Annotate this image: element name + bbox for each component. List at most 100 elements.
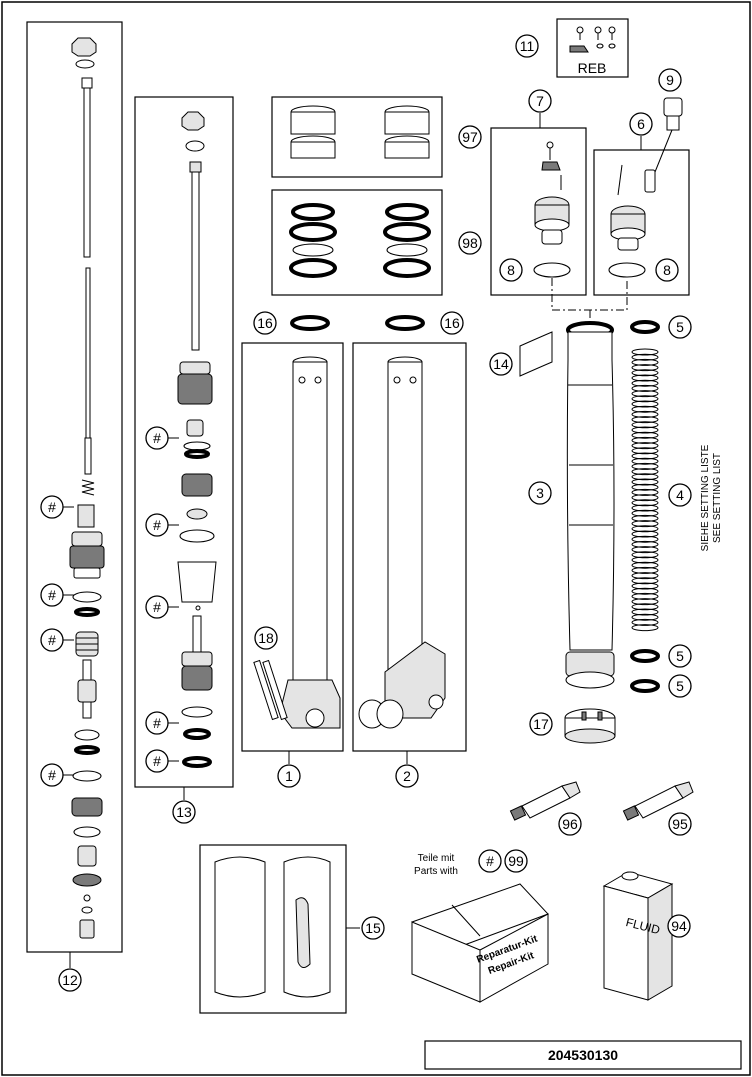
callout-number: 17 bbox=[533, 716, 549, 732]
outer-tube-1 bbox=[241, 342, 344, 764]
callout-11: 11 bbox=[515, 34, 539, 58]
callout-number: 8 bbox=[507, 262, 515, 278]
setting-list-de: SIEHE SETTING LISTE bbox=[700, 444, 711, 551]
callout-16: 16 bbox=[253, 311, 277, 335]
bushing-kit-97 bbox=[271, 96, 443, 178]
hash-marker: # bbox=[145, 513, 179, 537]
setting-list-en: SEE SETTING LIST bbox=[712, 453, 723, 543]
svg-text:#: # bbox=[48, 499, 56, 515]
callout-97: 97 bbox=[458, 125, 482, 149]
callout-number: 3 bbox=[536, 485, 544, 501]
svg-text:#: # bbox=[153, 517, 161, 533]
callout-number: 18 bbox=[258, 630, 274, 646]
hash-marker: # bbox=[40, 583, 74, 607]
callout-14: 14 bbox=[489, 352, 513, 376]
fork-cap-7 bbox=[490, 113, 587, 296]
callout-number: 6 bbox=[637, 116, 645, 132]
callout-number: 99 bbox=[508, 853, 524, 869]
parts-with-en: Parts with bbox=[414, 866, 458, 877]
grease-tube-95 bbox=[622, 781, 694, 821]
callout-5: 5 bbox=[668, 674, 692, 698]
callout-17: 17 bbox=[529, 712, 553, 736]
cap-17 bbox=[564, 708, 616, 744]
hash-marker: # bbox=[145, 426, 179, 450]
repair-kit-99 bbox=[411, 883, 549, 1003]
svg-text:#: # bbox=[153, 430, 161, 446]
callout-number: 5 bbox=[676, 648, 684, 664]
callout-number: 1 bbox=[285, 768, 293, 784]
hash-marker: # bbox=[478, 849, 502, 873]
callout-95: 95 bbox=[668, 812, 692, 836]
callout-number: 16 bbox=[444, 315, 460, 331]
callout-15: 15 bbox=[361, 916, 385, 940]
callout-96: 96 bbox=[558, 812, 582, 836]
parts-with-de: Teile mit bbox=[418, 853, 455, 864]
callout-number: 15 bbox=[365, 920, 381, 936]
callout-number: 13 bbox=[176, 804, 192, 820]
callout-4: 4 bbox=[668, 483, 692, 507]
hash-marker: # bbox=[145, 749, 179, 773]
svg-text:#: # bbox=[153, 599, 161, 615]
callout-number: 95 bbox=[672, 816, 688, 832]
hash-marker: # bbox=[40, 763, 74, 787]
callout-number: 7 bbox=[536, 93, 544, 109]
fork-spring-4 bbox=[631, 348, 659, 632]
callout-number: 11 bbox=[520, 38, 535, 54]
screw-kit-11 bbox=[556, 18, 629, 78]
svg-text:#: # bbox=[486, 853, 494, 869]
grease-tube-96 bbox=[509, 781, 581, 821]
callout-number: 8 bbox=[663, 262, 671, 278]
valve-9 bbox=[654, 97, 683, 173]
washer-5-bottom bbox=[630, 679, 660, 693]
inner-tube-3 bbox=[565, 321, 615, 689]
fluid-can-94 bbox=[602, 871, 674, 1001]
callout-number: 96 bbox=[562, 816, 578, 832]
callout-18: 18 bbox=[254, 626, 278, 650]
callout-7: 7 bbox=[528, 89, 552, 113]
callout-16: 16 bbox=[440, 311, 464, 335]
fork-protector-15 bbox=[199, 844, 360, 1014]
svg-text:#: # bbox=[48, 767, 56, 783]
cartridge-assembly-13 bbox=[134, 96, 234, 800]
callout-94: 94 bbox=[667, 914, 691, 938]
callout-number: 98 bbox=[462, 235, 478, 251]
callout-number: 9 bbox=[666, 72, 674, 88]
washer-5-mid bbox=[630, 649, 660, 663]
diagram-number: 204530130 bbox=[548, 1047, 618, 1063]
svg-text:#: # bbox=[153, 715, 161, 731]
reb-label: REB bbox=[578, 60, 607, 76]
callout-number: 2 bbox=[403, 768, 411, 784]
callout-number: 14 bbox=[493, 356, 509, 372]
callout-5: 5 bbox=[668, 644, 692, 668]
diagram-number-box bbox=[424, 1040, 742, 1070]
callout-2: 2 bbox=[395, 764, 419, 788]
o-ring-16-left bbox=[290, 315, 330, 331]
assembly-connector bbox=[551, 278, 628, 311]
callout-1: 1 bbox=[277, 764, 301, 788]
callout-5: 5 bbox=[668, 315, 692, 339]
callout-6: 6 bbox=[629, 112, 653, 136]
callout-98: 98 bbox=[458, 231, 482, 255]
hash-marker: # bbox=[145, 595, 179, 619]
callout-number: 5 bbox=[676, 678, 684, 694]
callout-number: 16 bbox=[257, 315, 273, 331]
svg-text:#: # bbox=[48, 587, 56, 603]
callout-8: 8 bbox=[655, 258, 679, 282]
svg-text:#: # bbox=[153, 753, 161, 769]
callout-number: 4 bbox=[676, 487, 684, 503]
outer-tube-2 bbox=[352, 342, 467, 764]
callout-number: 94 bbox=[671, 918, 687, 934]
fork-cap-6 bbox=[593, 136, 690, 296]
svg-text:#: # bbox=[48, 632, 56, 648]
callout-8: 8 bbox=[499, 258, 523, 282]
sticker-14 bbox=[519, 331, 553, 377]
callout-number: 12 bbox=[62, 972, 78, 988]
callout-9: 9 bbox=[658, 68, 682, 92]
hash-marker: # bbox=[145, 711, 179, 735]
callout-12: 12 bbox=[58, 968, 82, 992]
seal-kit-98 bbox=[271, 189, 443, 296]
callout-number: 5 bbox=[676, 319, 684, 335]
callout-99: 99 bbox=[504, 849, 528, 873]
